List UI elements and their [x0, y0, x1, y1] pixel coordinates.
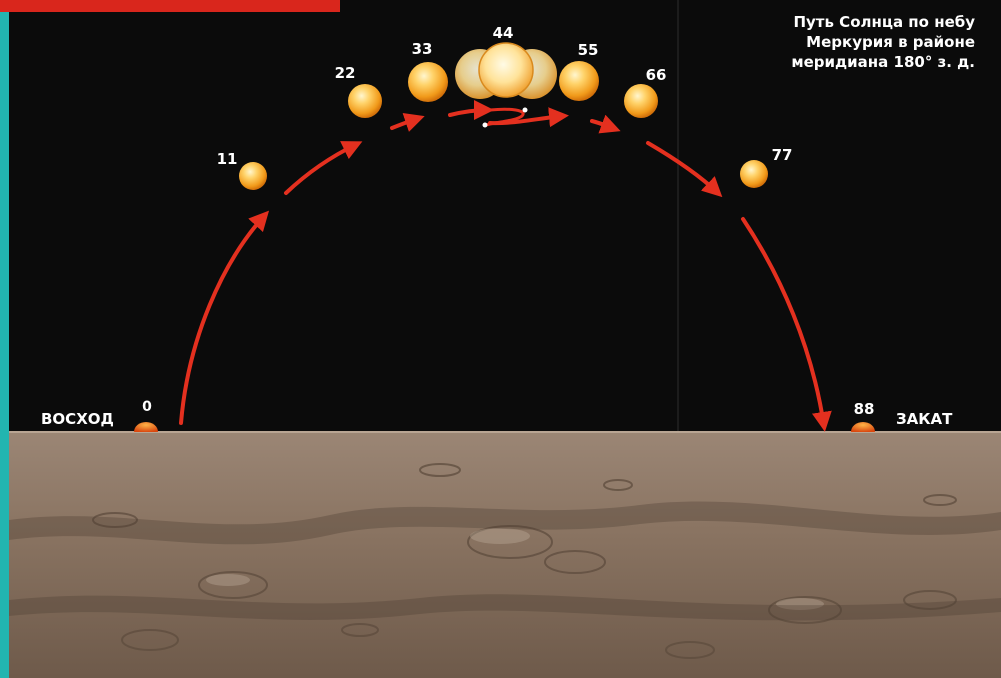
caption-line: меридиана 180° з. д.	[791, 53, 975, 71]
caption-line: Меркурия в районе	[806, 33, 975, 51]
arrow-44-55	[488, 107, 569, 128]
diagram-caption: Путь Солнца по небу Меркурия в районе ме…	[715, 12, 975, 72]
sun-position-66	[624, 84, 658, 118]
sun-position-55	[559, 61, 599, 101]
arrow-66-77	[646, 141, 723, 198]
mercury-surface	[9, 431, 1001, 678]
sun-position-33	[408, 62, 448, 102]
sun-label-11: 11	[217, 150, 238, 168]
caption-line: Путь Солнца по небу	[793, 13, 975, 31]
sun-label-0: 0	[142, 399, 152, 415]
sun-label-88: 88	[854, 400, 875, 418]
sun-position-77	[740, 160, 768, 188]
sun-position-44	[478, 42, 534, 98]
arrow-0-11	[179, 210, 270, 425]
sunset-label: ЗАКАТ	[896, 410, 953, 428]
sun-label-33: 33	[412, 40, 433, 58]
sun-label-55: 55	[578, 41, 599, 59]
arrow-77-88	[741, 217, 832, 432]
loop-point	[522, 107, 528, 113]
arrow-11-22	[284, 141, 363, 195]
top-banner	[0, 0, 340, 12]
sunrise-label: ВОСХОД	[41, 410, 114, 428]
sun-position-0	[134, 422, 158, 432]
sun-position-88	[851, 422, 875, 432]
sun-path-arrows	[179, 100, 832, 432]
sun-labels: 0 11 22 33 44 55 66 77 88 ВОСХОД ЗАКАТ	[41, 24, 953, 428]
left-accent-bar	[0, 0, 9, 678]
sun-markers	[134, 42, 875, 432]
arrow-55-66	[590, 114, 621, 134]
sun-label-22: 22	[335, 64, 356, 82]
sun-label-66: 66	[646, 66, 667, 84]
sun-label-77: 77	[772, 146, 793, 164]
arrow-33-44	[448, 100, 494, 121]
sun-position-22	[348, 84, 382, 118]
loop-point	[482, 122, 488, 128]
sun-position-11	[239, 162, 267, 190]
arrow-22-33	[390, 112, 425, 132]
sun-label-44: 44	[493, 24, 514, 42]
